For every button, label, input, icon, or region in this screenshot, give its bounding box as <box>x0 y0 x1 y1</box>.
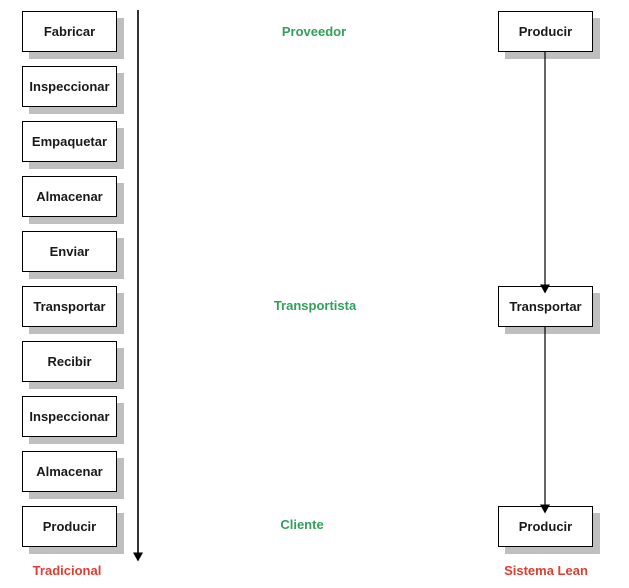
box-body[interactable]: Almacenar <box>22 176 117 217</box>
box-label: Transportar <box>509 299 582 314</box>
process-box-traditional-7[interactable]: Inspeccionar <box>22 396 124 444</box>
process-box-traditional-8[interactable]: Almacenar <box>22 451 124 499</box>
box-body[interactable]: Transportar <box>498 286 593 327</box>
box-label: Almacenar <box>36 464 103 479</box>
lane-label-0: Proveedor <box>281 24 347 39</box>
process-box-lean-2[interactable]: Producir <box>498 506 600 554</box>
box-label: Enviar <box>49 244 90 259</box>
box-label: Inspeccionar <box>29 79 110 94</box>
box-body[interactable]: Recibir <box>22 341 117 382</box>
box-body[interactable]: Enviar <box>22 231 117 272</box>
box-label: Producir <box>518 24 573 39</box>
process-box-traditional-0[interactable]: Fabricar <box>22 11 124 59</box>
box-label: Producir <box>42 519 97 534</box>
process-box-traditional-9[interactable]: Producir <box>22 506 124 554</box>
box-label: Inspeccionar <box>29 409 110 424</box>
process-box-lean-1[interactable]: Transportar <box>498 286 600 334</box>
process-box-traditional-2[interactable]: Empaquetar <box>22 121 124 169</box>
box-body[interactable]: Empaquetar <box>22 121 117 162</box>
lane-label-2: Cliente <box>280 517 324 532</box>
traditional-caption: Tradicional <box>32 563 102 578</box>
process-box-lean-0[interactable]: Producir <box>498 11 600 59</box>
box-body[interactable]: Almacenar <box>22 451 117 492</box>
box-label: Empaquetar <box>31 134 108 149</box>
process-box-traditional-1[interactable]: Inspeccionar <box>22 66 124 114</box>
box-body[interactable]: Inspeccionar <box>22 396 117 437</box>
box-label: Recibir <box>47 354 92 369</box>
box-body[interactable]: Transportar <box>22 286 117 327</box>
process-box-traditional-6[interactable]: Recibir <box>22 341 124 389</box>
box-label: Fabricar <box>43 24 96 39</box>
process-box-traditional-4[interactable]: Enviar <box>22 231 124 279</box>
box-label: Almacenar <box>36 189 103 204</box>
process-box-traditional-3[interactable]: Almacenar <box>22 176 124 224</box>
box-body[interactable]: Producir <box>22 506 117 547</box>
box-body[interactable]: Producir <box>498 11 593 52</box>
box-body[interactable]: Fabricar <box>22 11 117 52</box>
box-label: Transportar <box>33 299 106 314</box>
box-label: Producir <box>518 519 573 534</box>
box-body[interactable]: Inspeccionar <box>22 66 117 107</box>
process-box-traditional-5[interactable]: Transportar <box>22 286 124 334</box>
box-body[interactable]: Producir <box>498 506 593 547</box>
lean-caption: Sistema Lean <box>504 563 588 578</box>
lane-label-1: Transportista <box>273 298 357 313</box>
